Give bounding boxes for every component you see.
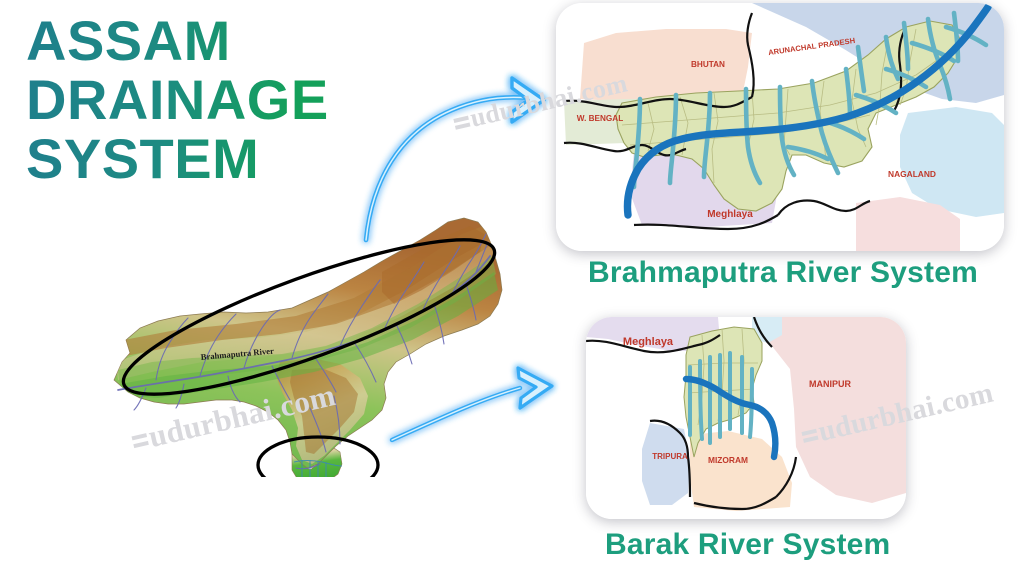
label-meghalaya: Meghlaya — [707, 209, 753, 220]
brahmaputra-main-river — [623, 3, 992, 219]
region-manipur-fill — [756, 317, 906, 503]
relief-barak-lobe — [291, 447, 343, 477]
neighbour-regions — [586, 317, 906, 511]
country-borders — [586, 317, 798, 511]
region-mizoram-fill — [690, 431, 792, 511]
country-borders — [563, 12, 906, 231]
label-nagaland: NAGALAND — [888, 169, 936, 179]
barak-valley-highlight — [256, 435, 380, 477]
barak-main-river — [682, 375, 779, 461]
title-line-1: ASSAM — [26, 13, 406, 69]
title-line-3: SYSTEM — [26, 130, 406, 187]
region-labels: Meghlaya MANIPUR TRIPURA MIZORAM — [623, 336, 852, 465]
page-title: ASSAM DRAINAGE SYSTEM — [26, 13, 406, 191]
brahmaputra-valley-highlight — [121, 238, 497, 396]
label-mizoram: MIZORAM — [708, 455, 748, 465]
river-network — [117, 233, 491, 470]
label-manipur: MANIPUR — [809, 379, 851, 389]
label-tripura: TRIPURA — [652, 452, 688, 461]
caption-brahmaputra: Brahmaputra River System — [588, 256, 978, 289]
label-bhutan: BHUTAN — [691, 60, 725, 69]
region-meghalaya-fill — [586, 317, 720, 351]
region-nagaland-fill — [900, 107, 1004, 217]
region-blue-patch-fill — [752, 317, 782, 343]
region-tripura-fill — [642, 423, 690, 505]
region-bhutan-fill — [580, 29, 752, 101]
region-pink-fill — [856, 197, 960, 251]
caption-barak: Barak River System — [605, 528, 891, 561]
card-barak[interactable]: Meghlaya MANIPUR TRIPURA MIZORAM — [586, 317, 906, 519]
card-brahmaputra[interactable]: BHUTAN ARUNACHAL PRADESH W. BENGAL NAGAL… — [556, 3, 1004, 251]
label-meghalaya: Meghlaya — [623, 336, 674, 348]
title-line-2: DRAINAGE — [26, 71, 406, 128]
barak-rivers — [293, 460, 343, 477]
label-wbengal: W. BENGAL — [577, 114, 623, 123]
assam-boundary — [615, 20, 961, 212]
